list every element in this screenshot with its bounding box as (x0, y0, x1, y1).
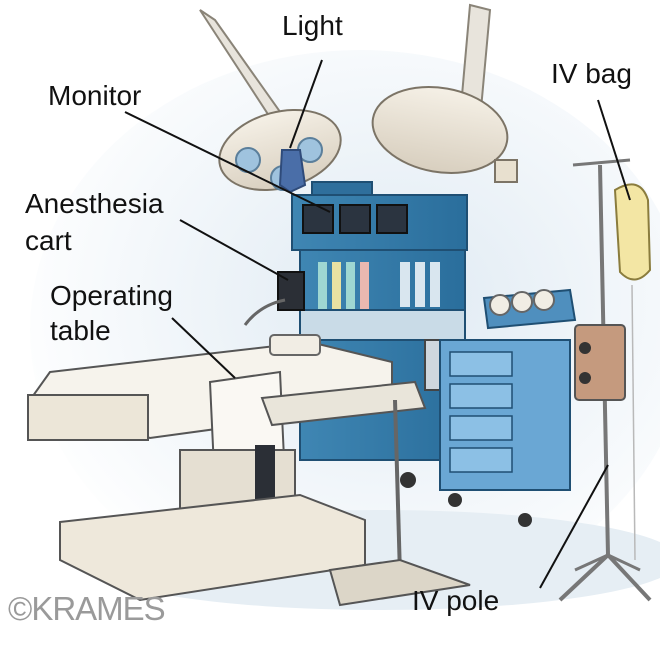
label-monitor: Monitor (48, 80, 141, 112)
label-iv-pole: IV pole (412, 585, 499, 617)
label-iv-bag: IV bag (551, 58, 632, 90)
label-operating-table-line2: table (50, 315, 111, 347)
label-light: Light (282, 10, 343, 42)
label-anesthesia-cart-line2: cart (25, 225, 72, 257)
copyright-text: ©KRAMES (8, 590, 165, 628)
label-anesthesia-cart-line1: Anesthesia (25, 188, 164, 220)
label-operating-table-line1: Operating (50, 280, 173, 312)
